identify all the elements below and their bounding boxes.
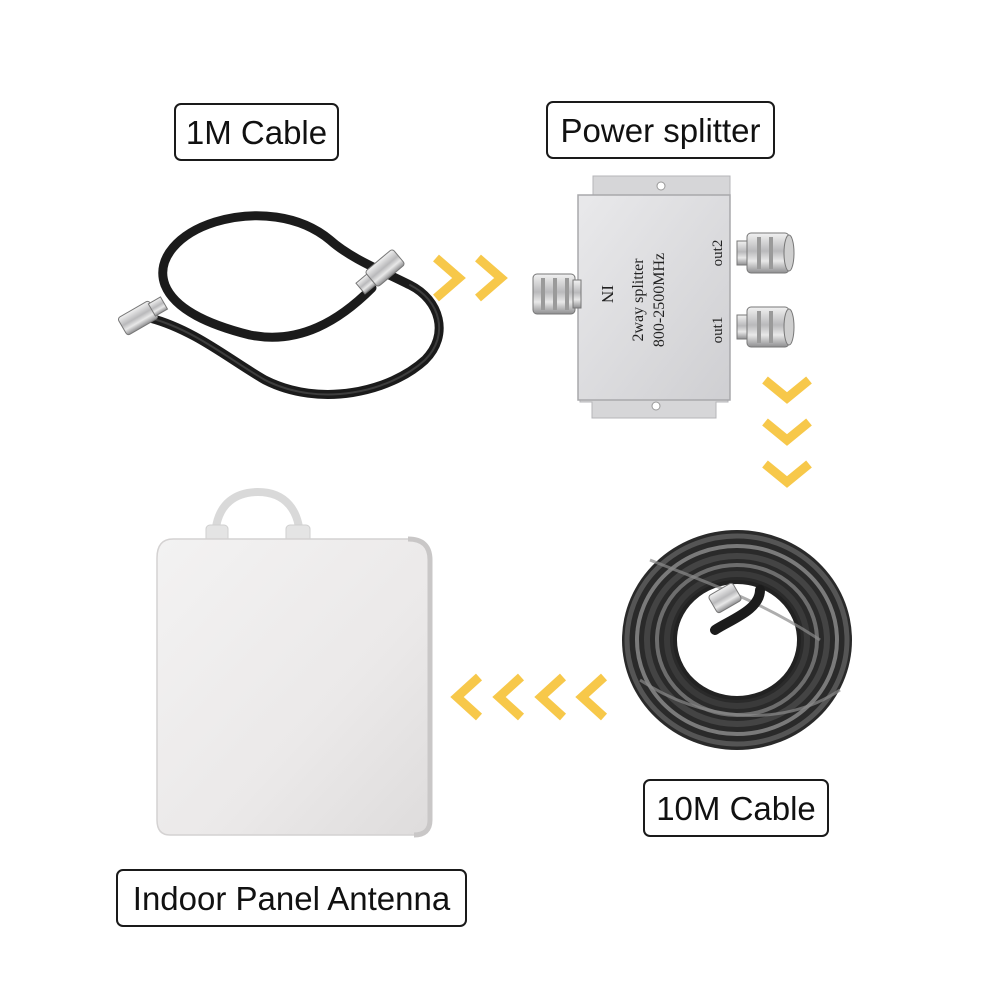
- splitter-frequency-label: 800-2500MHz: [651, 253, 668, 347]
- indoor-panel-antenna-label: Indoor Panel Antenna: [116, 869, 467, 927]
- coax-cable-coil-10m-icon: [622, 530, 852, 750]
- splitter-out1-label: out1: [710, 317, 726, 344]
- panel-antenna-icon: [156, 487, 433, 838]
- cable-1m-label: 1M Cable: [174, 103, 339, 161]
- coax-cable-1m-icon: [118, 211, 444, 399]
- power-splitter-label: Power splitter: [546, 101, 775, 159]
- splitter-out2-label: out2: [710, 240, 726, 267]
- power-splitter-icon: IN 2way splitter 800-2500MHz out2 out1: [532, 175, 795, 419]
- splitter-model-label: 2way splitter: [630, 258, 647, 342]
- chevron-left-arrow-icon: [450, 673, 608, 721]
- cable-10m-label: 10M Cable: [643, 779, 829, 837]
- chevron-right-arrow-icon: [433, 254, 508, 302]
- chevron-down-arrow-icon: [762, 376, 812, 488]
- splitter-in-label: IN: [598, 285, 617, 303]
